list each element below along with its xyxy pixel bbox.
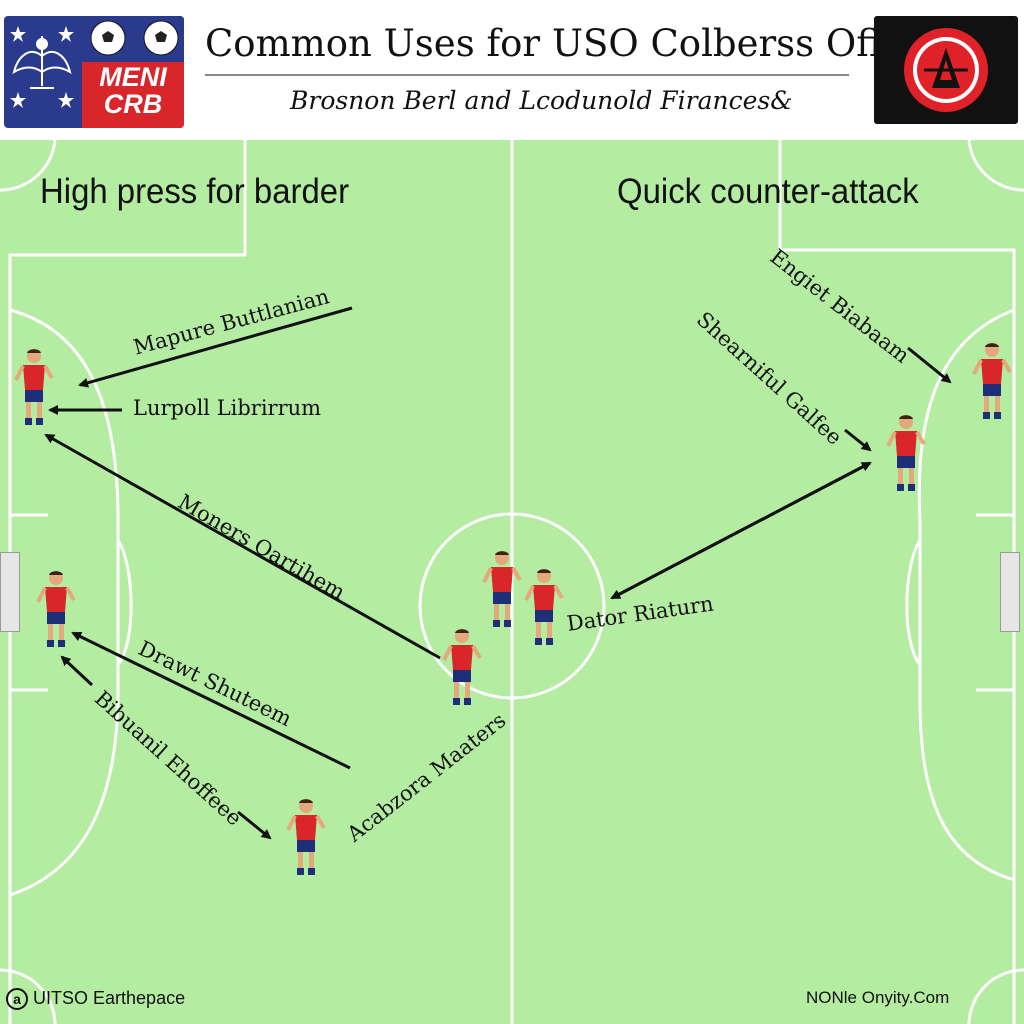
left-logo-text: MENI CRB — [99, 62, 167, 119]
arrow-engiet — [907, 346, 952, 384]
left-heading: High press for barder — [40, 172, 350, 211]
player — [482, 550, 522, 629]
footer-left: a UITSO Earthepace — [6, 988, 186, 1011]
arrow-dator-start — [610, 461, 871, 600]
footer-left-text: UITSO Earthepace — [33, 988, 186, 1008]
title-divider — [205, 74, 849, 76]
right-goal — [1000, 552, 1020, 632]
footer-right: NONle Onyity.Com — [806, 988, 950, 1007]
right-heading: Quick counter-attack — [617, 172, 919, 211]
club-crest-icon — [904, 28, 988, 112]
page-subtitle: Brosnon Berl and Lcodunold Firances& — [290, 86, 793, 115]
header: MENI CRB Common Uses for USO Colberss Of… — [0, 0, 1024, 140]
soccer-ball-icon — [90, 20, 179, 56]
arrow-drawt — [71, 631, 351, 770]
pitch-markings — [0, 140, 1024, 1024]
player — [972, 342, 1012, 421]
left-goal — [0, 552, 20, 632]
copyright-a-icon: a — [6, 988, 28, 1011]
page-title: Common Uses for USO Colberss Ofi — [205, 22, 881, 65]
player — [36, 570, 76, 649]
eagle-emblem-icon — [12, 36, 72, 89]
arrow-moners — [44, 433, 441, 660]
arrow-bibuanil-top — [60, 655, 94, 687]
star-icon — [10, 26, 74, 108]
player — [524, 568, 564, 647]
player — [442, 628, 482, 707]
tactic-arrows — [44, 306, 952, 840]
player — [14, 348, 54, 427]
arrow-shearniful — [844, 428, 872, 452]
arrow-mapure — [78, 306, 353, 388]
arrow-bibuanil-bottom — [237, 810, 272, 840]
label-lurpoll: Lurpoll Librirrum — [133, 396, 322, 420]
player — [886, 414, 926, 493]
left-logo: MENI CRB — [4, 16, 184, 128]
player — [286, 798, 326, 877]
pitch: High press for barder Quick counter-atta… — [0, 140, 1024, 1024]
right-logo — [874, 16, 1018, 124]
